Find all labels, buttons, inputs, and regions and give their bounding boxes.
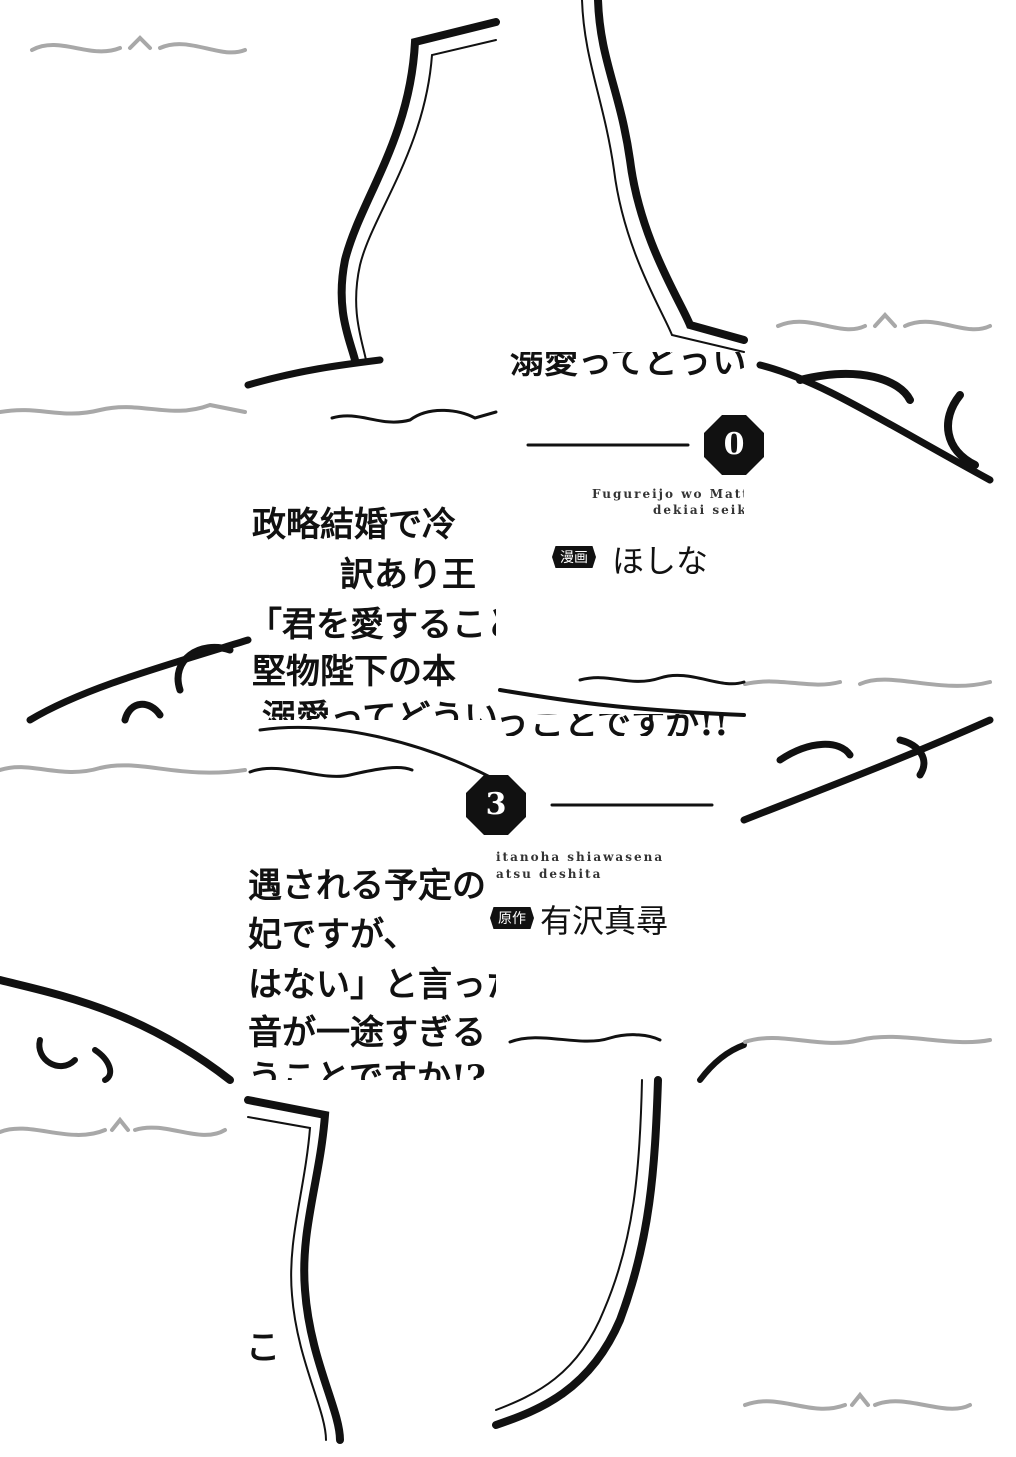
corner-ornament	[258, 725, 498, 782]
synopsis-line: 音が一途すぎる	[248, 1013, 486, 1053]
corner-ornament	[796, 369, 979, 469]
gray-flourish	[743, 1034, 992, 1045]
gray-flourish	[0, 1116, 227, 1137]
gray-flourish	[776, 312, 992, 332]
corner-ornament	[740, 716, 994, 824]
gray-flourish	[743, 677, 992, 688]
gray-flourish	[30, 35, 247, 55]
black-flourish	[330, 408, 498, 424]
bracket-fragment: 「	[484, 240, 496, 280]
corner-ornament	[697, 1042, 747, 1083]
chapter-number-badge: 0	[704, 415, 764, 475]
gray-flourish	[0, 763, 247, 775]
original-work-label: 原作	[490, 907, 534, 929]
synopsis-fragment: うことですか!!	[496, 714, 729, 736]
frame-curve-inner	[581, 0, 745, 353]
gray-flourishes	[0, 35, 992, 1411]
frame-curve-inner	[247, 1116, 327, 1441]
original-author: 有沢真尋	[540, 902, 669, 940]
gray-flourish	[743, 1391, 972, 1411]
text-fragment: こ	[246, 1328, 280, 1368]
black-flourish	[578, 673, 746, 686]
synopsis-fragment: 溺愛ってどうい	[510, 352, 744, 378]
corner-ornament	[498, 688, 746, 717]
synopsis-line: 「君を愛すること	[248, 605, 496, 645]
frame-curve-inner	[495, 1079, 643, 1411]
synopsis-line: 妃ですが、	[248, 915, 418, 955]
romaji-title: dekiai seika	[653, 503, 744, 517]
frame-curve	[594, 0, 748, 344]
frame-curve-inner	[355, 39, 497, 361]
frame-curve	[244, 1096, 344, 1444]
synopsis-line: 訳あり王	[340, 555, 476, 595]
romaji-title: itanoha shiawasena	[496, 850, 665, 864]
corner-ornament	[36, 1037, 114, 1083]
gray-flourish	[0, 402, 247, 416]
synopsis-line: 溺愛ってどうい	[262, 698, 496, 720]
synopsis-line: 堅物陛下の本	[252, 652, 456, 692]
synopsis-line: うことですか!?	[248, 1058, 486, 1080]
synopsis-line: 遇される予定の	[248, 866, 486, 906]
synopsis-line: 政略結婚で冷	[252, 505, 456, 545]
black-flourish	[248, 766, 414, 778]
romaji-title: Fugureijo wo Matte	[592, 487, 744, 501]
frame-curve	[337, 18, 500, 364]
corner-ornament	[121, 643, 234, 724]
manga-artist: ほしな	[612, 542, 709, 580]
chapter-number-badge: 3	[466, 775, 526, 835]
corner-ornament	[776, 736, 928, 779]
corner-ornament	[756, 361, 994, 484]
black-flourishes	[248, 408, 746, 1044]
manga-label: 漫画	[552, 546, 596, 568]
synopsis-line: はない」と言った	[248, 965, 496, 1005]
black-flourish	[508, 1033, 662, 1044]
frame-curve	[492, 1076, 662, 1429]
romaji-title: atsu deshita	[496, 867, 603, 881]
corner-ornament	[244, 356, 384, 389]
corner-ornament	[0, 976, 234, 1084]
